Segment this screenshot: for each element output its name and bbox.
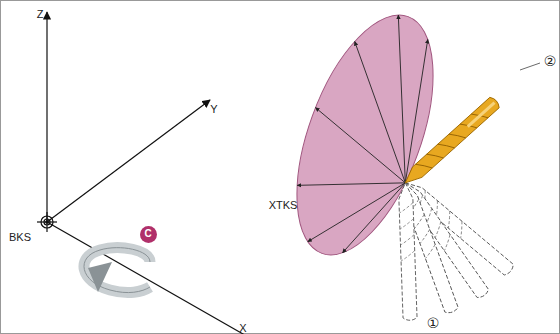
rotation-letter: C bbox=[144, 229, 151, 239]
callout-number: ② bbox=[544, 54, 557, 68]
callout-number: ① bbox=[427, 316, 440, 330]
axis-label: Z bbox=[37, 9, 44, 20]
axis-label: X bbox=[239, 323, 246, 334]
system-label: XTKS bbox=[269, 200, 298, 211]
rotation-arrow bbox=[84, 248, 150, 293]
tool-positions bbox=[398, 96, 515, 321]
leader-line bbox=[520, 63, 540, 70]
axis-label: Y bbox=[210, 104, 217, 115]
coordinate-axes bbox=[37, 12, 250, 334]
rotation-symbol: C bbox=[140, 226, 157, 243]
system-label: BKS bbox=[9, 232, 31, 243]
